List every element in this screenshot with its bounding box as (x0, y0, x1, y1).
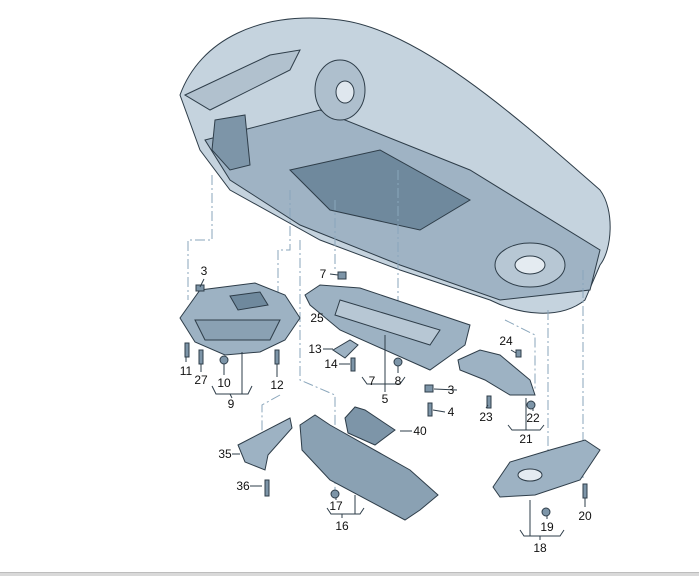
callout-13: 13 (308, 342, 322, 356)
callout-20: 20 (578, 509, 592, 523)
callout-16: 16 (335, 519, 349, 533)
callout-19: 19 (540, 520, 554, 534)
fasteners (184, 271, 588, 517)
callout-17: 17 (329, 499, 343, 513)
callout-27: 27 (194, 373, 208, 387)
callout-18: 18 (533, 541, 547, 555)
callout-9: 9 (227, 397, 235, 411)
bracket-13 (332, 339, 359, 359)
front-underbody-cover (179, 282, 301, 356)
callout-leaders (185, 273, 586, 540)
callout-25: 25 (310, 311, 324, 325)
callout-35: 35 (218, 447, 232, 461)
callout-3: 3 (447, 383, 455, 397)
callout-7: 7 (368, 374, 376, 388)
callout-24: 24 (499, 334, 513, 348)
callout-3: 3 (200, 264, 208, 278)
callout-36: 36 (236, 479, 250, 493)
callout-8: 8 (394, 374, 402, 388)
callout-14: 14 (324, 357, 338, 371)
callout-23: 23 (479, 410, 493, 424)
car-body (179, 17, 611, 314)
callout-12: 12 (270, 378, 284, 392)
side-panel-16 (299, 414, 439, 521)
bottom-divider (0, 572, 699, 576)
rear-heat-shield-21 (457, 349, 536, 396)
callout-5: 5 (381, 392, 389, 406)
callout-40: 40 (413, 424, 427, 438)
callout-10: 10 (217, 376, 231, 390)
callout-11: 11 (179, 364, 193, 378)
callout-4: 4 (447, 405, 455, 419)
spare-wheel-opening (517, 468, 543, 482)
rear-underbody-cover-18 (492, 439, 601, 498)
center-underbody-panel (304, 284, 471, 371)
callout-21: 21 (519, 432, 533, 446)
heat-shield-40 (344, 406, 396, 446)
callout-7: 7 (319, 267, 327, 281)
callout-22: 22 (526, 411, 540, 425)
bracket-35 (237, 417, 293, 471)
